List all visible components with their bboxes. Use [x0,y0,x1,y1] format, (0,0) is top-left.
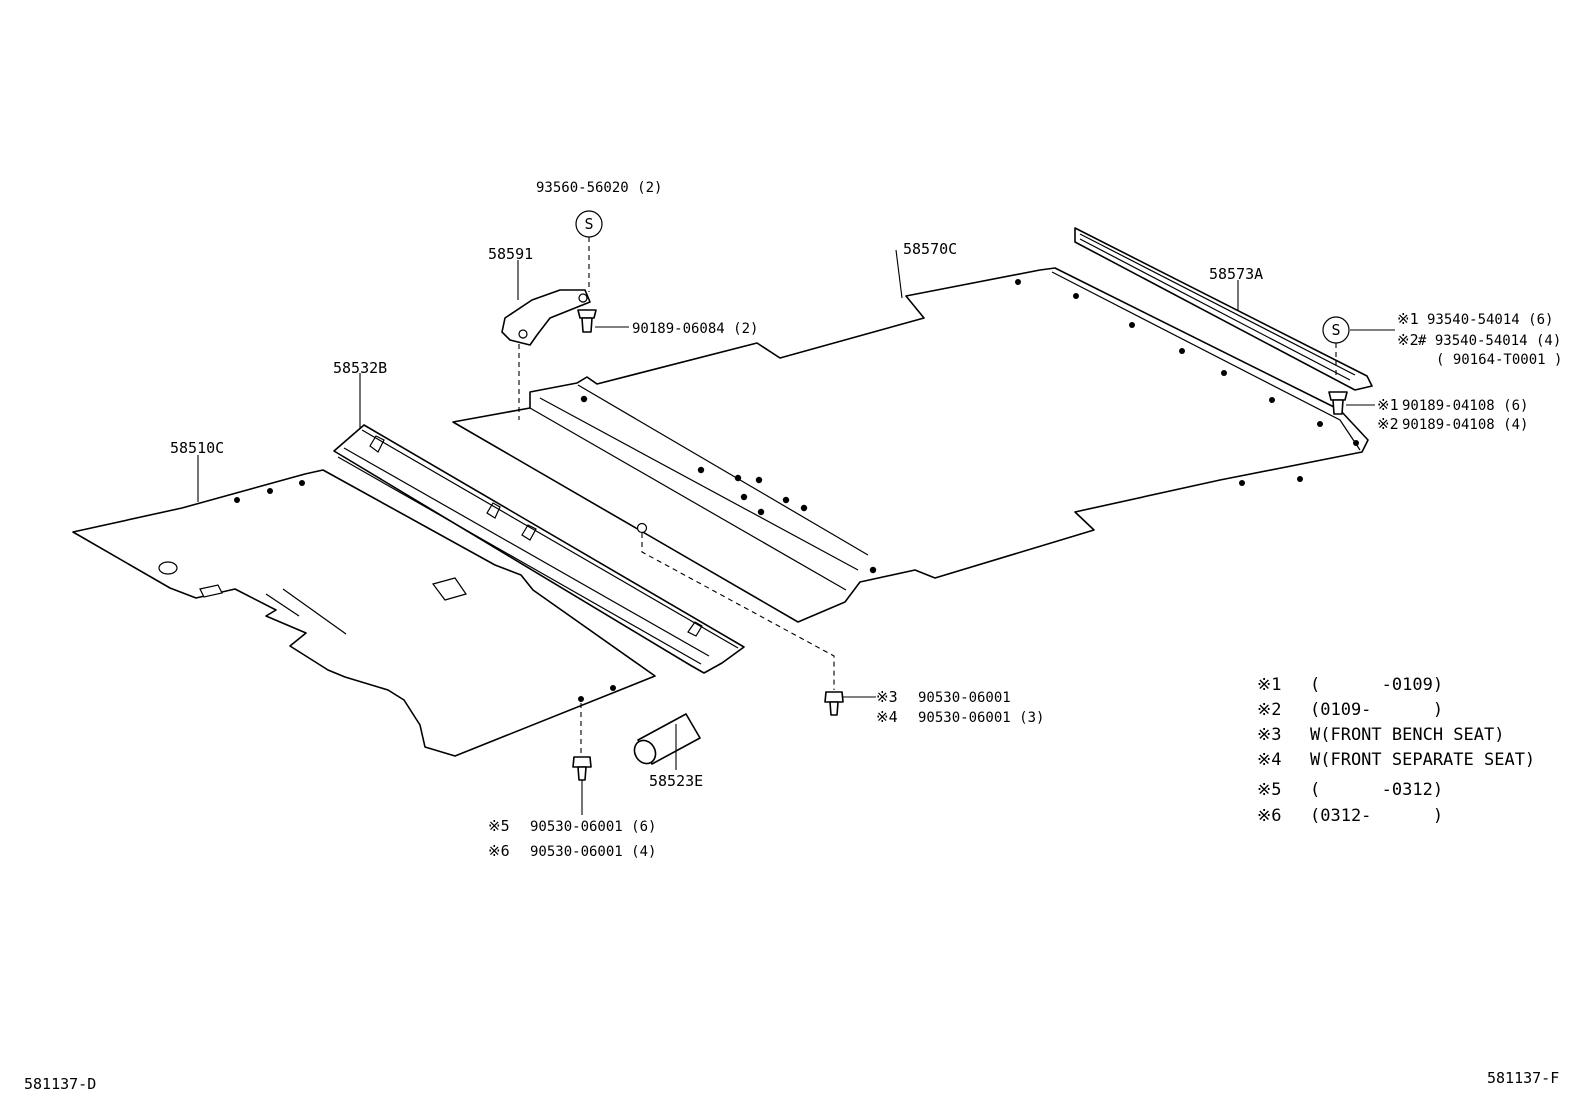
callout-m4-mark: ※4 [876,708,898,726]
clip-right [1328,391,1348,415]
callout-r1-mark: ※1 [1397,310,1419,328]
legend-text-5: ( -0312) [1310,780,1443,800]
callout-c2-mark: ※2 [1377,415,1399,433]
legend-text-4: W(FRONT SEPARATE SEAT) [1310,750,1535,770]
callout-m4-part: 90530-06001 (3) [918,710,1044,726]
footer-right-code: 581137-F [1487,1069,1559,1087]
callout-c2-part: 90189-04108 (4) [1402,417,1528,433]
callout-m3-mark: ※3 [876,688,898,706]
callout-m6-mark: ※6 [488,842,510,860]
legend-mark-2: ※2 [1257,700,1281,720]
grommet-center [824,691,844,716]
callout-r2-part: # 93540-54014 (4) [1418,333,1561,349]
s-symbol-top-label: S [584,215,593,233]
legend-mark-6: ※6 [1257,806,1281,826]
legend-text-2: (0109- ) [1310,700,1443,720]
step-trim-58573a [1074,227,1373,391]
legend-mark-1: ※1 [1257,675,1281,695]
label-58532b: 58532B [333,359,387,377]
legend-text-6: (0312- ) [1310,806,1443,826]
label-58570c: 58570C [903,240,957,258]
tube-58523e [633,713,701,765]
callout-m6-part: 90530-06001 (4) [530,844,656,860]
label-58523e: 58523E [649,772,703,790]
floor-mat-58510c [72,469,656,757]
callout-r1-part: 93540-54014 (6) [1427,312,1553,328]
callout-clip-top: 90189-06084 (2) [632,321,758,337]
center-cover-slots [369,435,703,637]
label-58573a: 58573A [1209,265,1263,283]
legend-text-1: ( -0109) [1310,675,1443,695]
s-symbol-top: S [575,210,603,238]
legend: ※1 ( -0109) ※2 (0109- ) ※3 W(FRONT BENCH… [1257,675,1535,826]
callout-r2-mark: ※2 [1397,331,1419,349]
leader-lines [197,237,1395,815]
callout-c1-part: 90189-04108 (6) [1402,398,1528,414]
legend-mark-5: ※5 [1257,780,1281,800]
s-symbol-right: S [1322,316,1350,344]
callout-c1-mark: ※1 [1377,396,1399,414]
center-cover-58532b [333,424,745,674]
bracket-58591 [501,289,591,346]
footer-left-code: 581137-D [24,1075,96,1093]
legend-text-3: W(FRONT BENCH SEAT) [1310,725,1504,745]
s-symbol-right-label: S [1331,321,1340,339]
grommet-lower [572,756,592,781]
legend-mark-4: ※4 [1257,750,1281,770]
clip-top [577,309,597,333]
mat-58570c-holes [580,279,1359,574]
callout-m5-mark: ※5 [488,817,510,835]
floor-mat-58570c [452,267,1369,623]
callout-r2-sub: ( 90164-T0001 ) [1436,352,1562,368]
callout-nut-top: 93560-56020 (2) [536,180,662,196]
callout-m3-part: 90530-06001 [918,690,1011,706]
label-58510c: 58510C [170,439,224,457]
label-58591: 58591 [488,245,533,263]
callout-m5-part: 90530-06001 (6) [530,819,656,835]
legend-mark-3: ※3 [1257,725,1281,745]
